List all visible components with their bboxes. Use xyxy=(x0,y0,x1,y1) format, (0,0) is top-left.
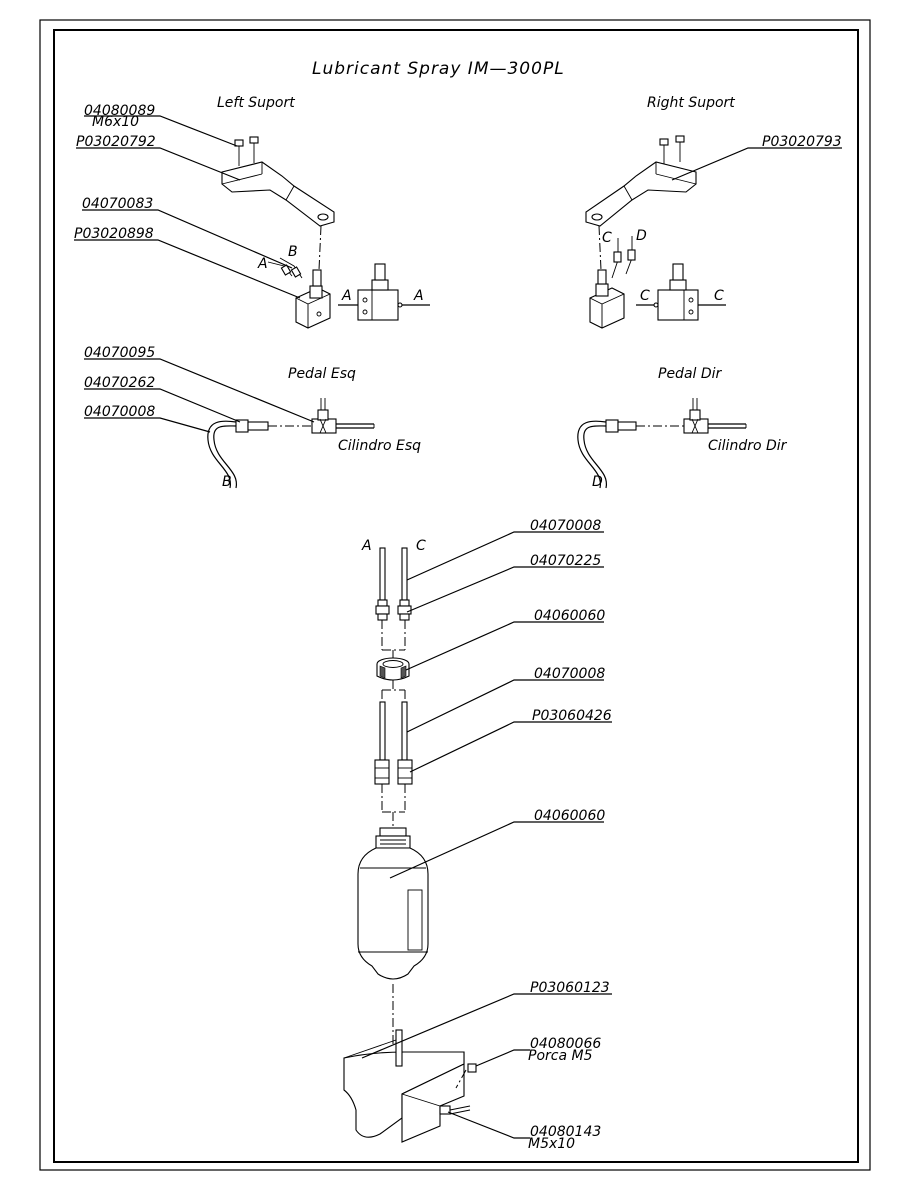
part-code-tube-pedal: 04070008 xyxy=(84,404,155,420)
label-pedal-esq: Pedal Esq xyxy=(288,366,356,382)
right-pedal-line xyxy=(577,398,747,489)
side-valve-icon xyxy=(338,263,430,321)
part-size-screw: M6x10 xyxy=(92,114,139,130)
part-size-bolt: M5x10 xyxy=(528,1136,575,1152)
screw-icon xyxy=(234,136,259,166)
inner-border xyxy=(53,29,859,1163)
letter-a-side-right: A xyxy=(413,288,424,304)
letter-a-side-left: A xyxy=(341,288,352,304)
bottle-assembly: A C xyxy=(343,538,477,1143)
letter-b-left: B xyxy=(288,244,298,260)
side-valve-icon xyxy=(636,263,726,321)
label-cilindro-esq: Cilindro Esq xyxy=(338,438,421,454)
part-code-connector: 04070262 xyxy=(84,375,155,391)
label-left-support: Left Suport xyxy=(217,95,295,111)
fitting-icon xyxy=(375,599,412,621)
right-support-assembly: C D C C xyxy=(585,135,726,329)
part-code-tube-top: 04070008 xyxy=(530,518,601,534)
valve-block-icon xyxy=(295,269,331,329)
part-code-tube-mid: 04070008 xyxy=(534,666,605,682)
part-code-bolt: 04080143 xyxy=(530,1124,601,1140)
tee-fitting-icon xyxy=(311,398,337,434)
part-code-valve-fitting: 04070083 xyxy=(82,196,153,212)
cap-icon xyxy=(376,657,410,681)
letter-c-side-left: C xyxy=(640,288,650,304)
part-code-right-bracket: P03020793 xyxy=(762,134,842,150)
letter-a-bottle: A xyxy=(361,538,372,554)
part-code-fitting-top: 04070225 xyxy=(530,553,601,569)
part-name-nut: Porca M5 xyxy=(528,1048,593,1064)
left-support-assembly: A B A A xyxy=(221,136,430,329)
valve-block-icon xyxy=(589,269,625,329)
part-code-bottle: 04060060 xyxy=(534,808,605,824)
left-pedal-line xyxy=(207,398,375,489)
left-bracket-shape xyxy=(221,161,335,227)
filter-icon xyxy=(374,759,413,785)
part-code-holder: P03060123 xyxy=(530,980,610,996)
page-title: Lubricant Spray IM—300PL xyxy=(312,59,565,79)
part-code-screw: 04080089 xyxy=(84,103,155,119)
tee-fitting-icon xyxy=(683,398,709,434)
part-code-valve-block: P03020898 xyxy=(74,226,154,242)
letter-c-side-right: C xyxy=(714,288,724,304)
outer-border xyxy=(39,19,871,1171)
letter-a-left: A xyxy=(257,256,268,272)
part-code-nut: 04080066 xyxy=(530,1036,601,1052)
letter-c-right: C xyxy=(602,230,612,246)
bolt-icon xyxy=(439,1105,471,1115)
nut-icon xyxy=(467,1063,477,1073)
right-bracket-shape xyxy=(585,161,697,227)
part-code-cap: 04060060 xyxy=(534,608,605,624)
part-code-tee: 04070095 xyxy=(84,345,155,361)
letter-c-bottle: C xyxy=(416,538,426,554)
label-pedal-dir: Pedal Dir xyxy=(658,366,723,382)
letter-b-pedal: B xyxy=(222,474,232,490)
label-right-support: Right Suport xyxy=(647,95,735,111)
letter-d-pedal: D xyxy=(592,474,603,490)
part-code-filter: P03060426 xyxy=(532,708,612,724)
holder-icon xyxy=(343,1029,465,1143)
bottle-icon xyxy=(357,827,429,980)
part-code-left-bracket: P03020792 xyxy=(76,134,156,150)
screw-icon xyxy=(659,135,685,165)
label-cilindro-dir: Cilindro Dir xyxy=(708,438,788,454)
letter-d-right: D xyxy=(636,228,647,244)
